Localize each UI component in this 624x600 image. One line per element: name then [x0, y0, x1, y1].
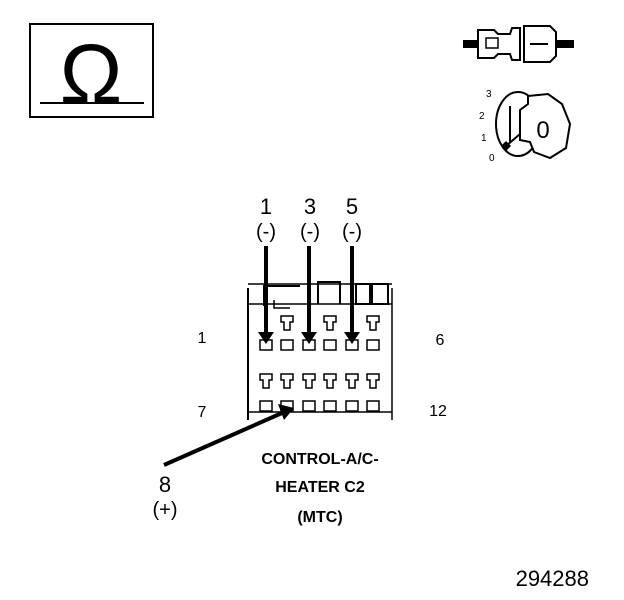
- terminal-latch: [302, 373, 316, 389]
- ohm-icon: Ω: [60, 27, 123, 121]
- terminal-latch: [323, 315, 337, 331]
- terminal-cavity: [366, 339, 380, 351]
- terminal-latch: [280, 315, 294, 331]
- row-label-1: 1: [198, 330, 207, 347]
- terminal-latch: [345, 373, 359, 389]
- svg-text:2: 2: [479, 111, 485, 122]
- disconnect-connector-icon: [463, 25, 574, 63]
- pin-3-polarity: (-): [300, 221, 320, 243]
- pin-3-number: 3: [304, 194, 316, 219]
- terminal-latch: [280, 373, 294, 389]
- terminal-cavities: [259, 315, 380, 412]
- figure-id: 294288: [516, 566, 589, 591]
- terminal-latch: [366, 373, 380, 389]
- terminal-cavity: [323, 400, 337, 412]
- svg-text:0: 0: [489, 153, 495, 164]
- pin-1-polarity: (-): [256, 221, 276, 243]
- row-label-6: 6: [436, 332, 445, 349]
- terminal-latch: [323, 373, 337, 389]
- terminal-cavity: [345, 400, 359, 412]
- terminal-cavity: [366, 400, 380, 412]
- connector-name-line-2: HEATER C2: [275, 479, 365, 496]
- ignition-key-icon: 3 2 1 0 0: [479, 89, 572, 164]
- pin-8-polarity: (+): [153, 499, 178, 521]
- svg-text:3: 3: [486, 89, 492, 100]
- terminal-cavity: [280, 339, 294, 351]
- pin-5-polarity: (-): [342, 221, 362, 243]
- connector-name-line-3: (MTC): [297, 509, 342, 526]
- connector-name-line-1: CONTROL-A/C-: [261, 451, 378, 468]
- connector-face: [247, 281, 393, 420]
- svg-text:1: 1: [481, 133, 487, 144]
- pin-1-number: 1: [260, 194, 272, 219]
- ohmmeter-symbol: Ω: [29, 23, 154, 121]
- row-label-12: 12: [429, 403, 447, 420]
- key-position-label: 0: [536, 117, 549, 144]
- pin-5-number: 5: [346, 194, 358, 219]
- terminal-latch: [259, 373, 273, 389]
- terminal-cavity: [259, 400, 273, 412]
- pin-8-number: 8: [159, 472, 171, 497]
- callout-arrows: [163, 246, 360, 467]
- terminal-latch: [366, 315, 380, 331]
- terminal-cavity: [323, 339, 337, 351]
- terminal-cavity: [302, 400, 316, 412]
- row-label-7: 7: [198, 404, 207, 421]
